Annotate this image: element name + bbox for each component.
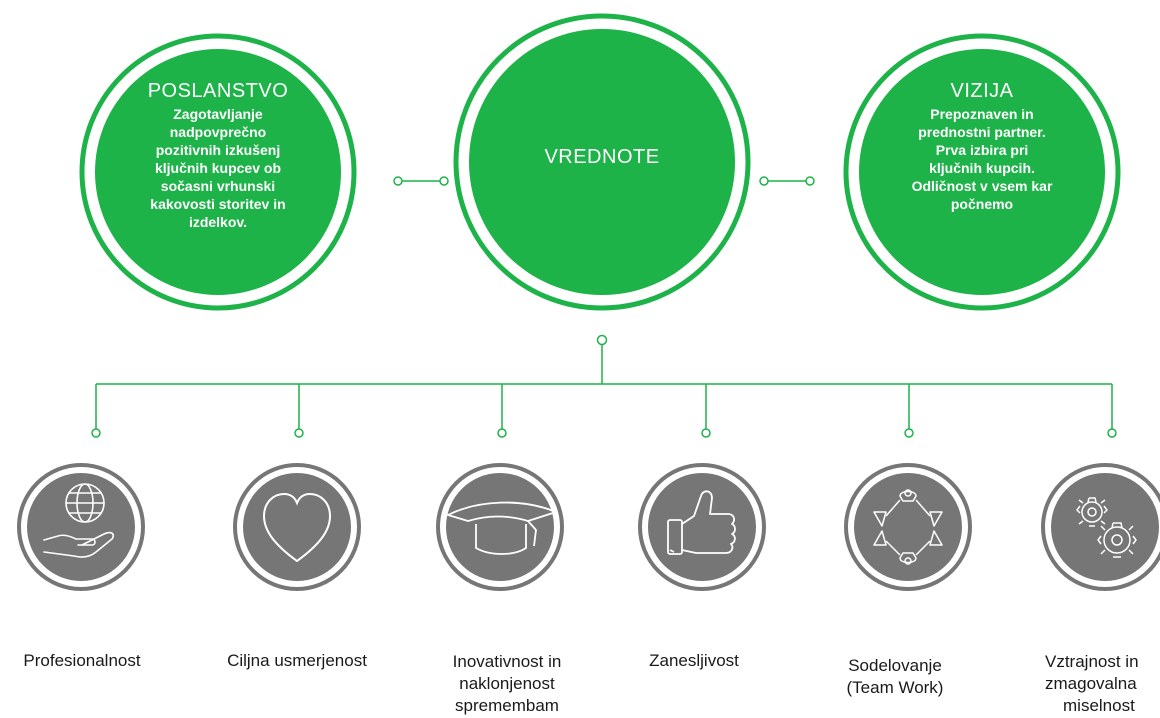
mission-line: pozitivnih izkušenj bbox=[155, 142, 281, 158]
mission-line: Zagotavljanje bbox=[173, 106, 263, 122]
value-label-line: Inovativnost in bbox=[452, 652, 562, 671]
heart-icon bbox=[262, 492, 332, 563]
values-center-title: VREDNOTE bbox=[544, 146, 660, 168]
value-label-line: naklonjenost bbox=[459, 674, 555, 693]
gears-icon bbox=[1076, 497, 1137, 558]
vision-body: Prepoznaven in prednostni partner. Prva … bbox=[912, 105, 1053, 213]
value-circle-5 bbox=[844, 463, 972, 591]
vision-line: ključnih kupcih. bbox=[929, 160, 1035, 176]
vision-line: prednostni partner. bbox=[918, 124, 1046, 140]
graduation-cap-icon bbox=[447, 501, 557, 555]
vision-line: Odličnost v vsem kar bbox=[911, 178, 1053, 194]
mission-line: izdelkov. bbox=[188, 214, 248, 230]
mission-body: Zagotavljanje nadpovprečno pozitivnih iz… bbox=[150, 105, 285, 231]
value-label-4: Zanesljivost bbox=[599, 650, 789, 672]
vision-text: VIZIJA Prepoznaven in prednostni partner… bbox=[884, 80, 1080, 213]
connector-mission-values bbox=[393, 176, 449, 186]
mission-line: sočasni vrhunski bbox=[160, 178, 276, 194]
vision-circle bbox=[843, 33, 1121, 311]
value-circle-1 bbox=[17, 463, 145, 591]
value-label-line: Vztrajnost in bbox=[1045, 652, 1139, 671]
value-label-line: Ciljna usmerjenost bbox=[227, 651, 367, 670]
value-label-3: Inovativnost in naklonjenost spremembam bbox=[412, 651, 602, 717]
value-label-line: (Team Work) bbox=[846, 678, 944, 697]
vision-line: počnemo bbox=[950, 196, 1014, 212]
values-center-text: VREDNOTE bbox=[502, 146, 702, 169]
value-label-6: Vztrajnost in zmagovalna miselnost bbox=[1010, 651, 1160, 717]
vision-title: VIZIJA bbox=[950, 80, 1014, 102]
value-label-5: Sodelovanje (Team Work) bbox=[800, 655, 990, 699]
mission-title: POSLANSTVO bbox=[147, 80, 289, 102]
value-label-line: spremembam bbox=[455, 696, 559, 715]
connector-values-vision bbox=[759, 176, 815, 186]
value-label-line: zmagovalna bbox=[1045, 674, 1137, 693]
value-circle-3 bbox=[436, 463, 564, 591]
values-tree-connector bbox=[91, 334, 1117, 438]
value-label-1: Profesionalnost bbox=[0, 650, 172, 672]
vision-line: Prva izbira pri bbox=[935, 142, 1029, 158]
mission-text: POSLANSTVO Zagotavljanje nadpovprečno po… bbox=[128, 80, 308, 231]
value-label-line: Profesionalnost bbox=[23, 651, 141, 670]
thumbs-up-icon bbox=[667, 490, 736, 555]
mission-line: kakovosti storitev in bbox=[150, 196, 286, 212]
team-network-icon bbox=[873, 489, 943, 565]
mission-line: ključnih kupcev ob bbox=[154, 160, 281, 176]
value-label-line: Zanesljivost bbox=[649, 651, 739, 670]
values-center-circle bbox=[453, 13, 751, 311]
mission-circle bbox=[79, 33, 357, 311]
value-label-line: miselnost bbox=[1063, 696, 1135, 715]
mission-line: nadpovprečno bbox=[169, 124, 267, 140]
value-label-line: Sodelovanje bbox=[848, 656, 942, 675]
value-circle-4 bbox=[638, 463, 766, 591]
globe-hand-icon bbox=[43, 483, 115, 558]
value-label-2: Ciljna usmerjenost bbox=[202, 650, 392, 672]
value-circle-2 bbox=[233, 463, 361, 591]
vision-line: Prepoznaven in bbox=[930, 106, 1034, 122]
